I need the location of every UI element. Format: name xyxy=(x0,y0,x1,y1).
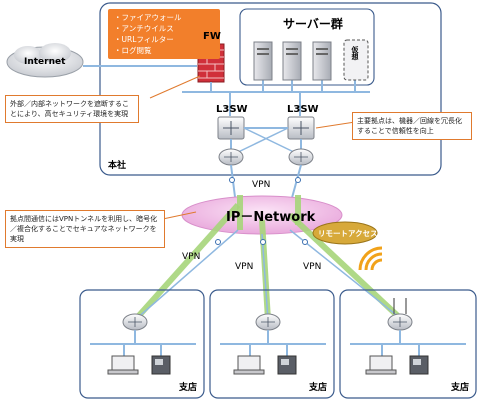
vpn-label-right: VPN xyxy=(303,262,322,272)
laptop-icon xyxy=(233,355,265,375)
internet-cloud xyxy=(6,43,84,78)
vpn-label-left: VPN xyxy=(182,252,201,262)
vpn-label-top: VPN xyxy=(252,180,271,190)
server-icon xyxy=(312,41,332,81)
fw-feature-item: ・ログ閲覧 xyxy=(114,46,152,55)
branch-router-icon xyxy=(255,313,281,331)
branch-label-mid: 支店 xyxy=(309,383,328,393)
phone-icon xyxy=(151,355,171,375)
l3sw-label-right: L3SW xyxy=(287,104,319,115)
server-icon xyxy=(282,41,302,81)
virtual-server-label: 仮想 xyxy=(351,46,359,60)
server-icon xyxy=(253,41,273,81)
remote-access-label: リモートアクセス xyxy=(318,229,378,238)
router-icon xyxy=(218,148,244,166)
branch-label-right: 支店 xyxy=(451,383,470,393)
ip-network-label: IP－Network xyxy=(226,210,316,225)
phone-icon xyxy=(409,355,429,375)
security-callout: 外部／内部ネットワークを遮断することにより、高セキュリティ環境を実現 xyxy=(5,95,139,123)
branch-frame-right xyxy=(339,289,477,399)
wireless-icon xyxy=(358,246,383,271)
internet-label: Internet xyxy=(24,57,66,67)
branch-router-icon xyxy=(122,313,148,331)
virtual-server-icon xyxy=(343,39,369,81)
laptop-icon xyxy=(365,355,397,375)
headquarters-frame xyxy=(99,2,442,176)
branch-frame-mid xyxy=(209,289,335,399)
router-icon xyxy=(288,148,314,166)
laptop-icon xyxy=(107,355,139,375)
server-group-frame xyxy=(239,8,375,86)
branch-frame-left xyxy=(79,289,205,399)
vpn-tunnel-line xyxy=(287,212,403,321)
l3-switch-icon xyxy=(217,116,245,140)
vpn-tunnel-line xyxy=(132,202,241,323)
vpn-callout: 拠点間通信にはVPNトンネルを利用し、暗号化／複合化することでセキュアなネットワ… xyxy=(5,210,165,248)
fw-feature-item: ・ファイアウォール xyxy=(114,13,182,22)
fw-feature-item: ・アンチウイルス xyxy=(114,24,174,33)
honsha-label: 本社 xyxy=(108,161,127,171)
fw-feature-list: ・ファイアウォール ・アンチウイルス ・URLフィルター ・ログ閲覧 xyxy=(108,9,220,59)
remote-access-badge xyxy=(312,221,378,245)
l3-switch-icon xyxy=(287,116,315,140)
fw-feature-item: ・URLフィルター xyxy=(114,35,174,44)
fw-label: FW xyxy=(203,31,221,42)
phone-icon xyxy=(277,355,297,375)
branch-label-left: 支店 xyxy=(179,383,198,393)
l3sw-label-left: L3SW xyxy=(216,104,248,115)
redundancy-callout: 主要拠点は、機器／回線を冗長化することで信頼性を向上 xyxy=(352,112,472,140)
vpn-label-mid: VPN xyxy=(235,262,254,272)
server-group-title: サーバー群 xyxy=(283,17,343,31)
